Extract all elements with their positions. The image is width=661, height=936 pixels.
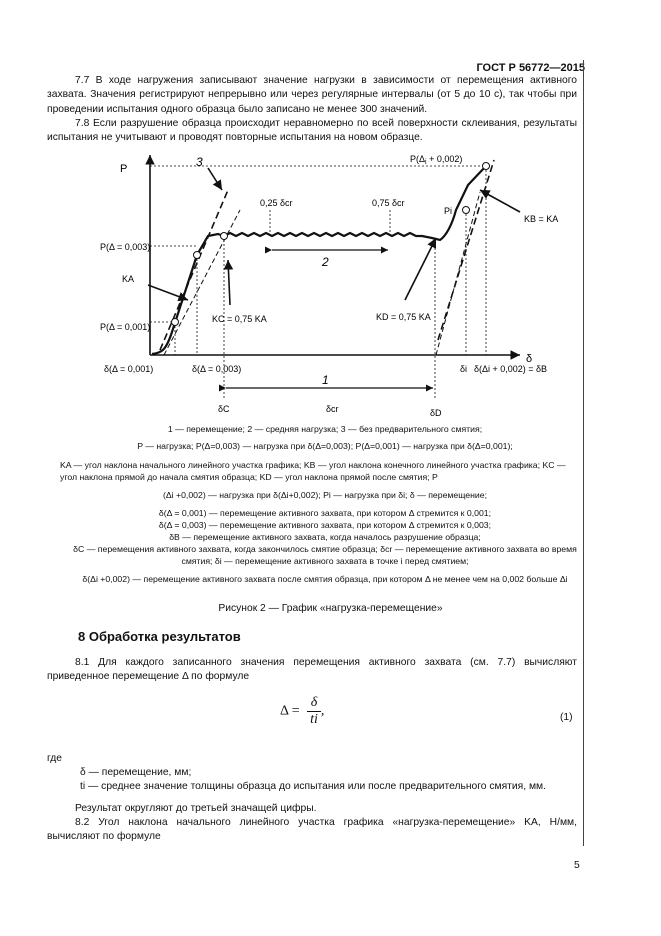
load-displacement-figure: P 3 2 1 P(Δ = 0,003) P(Δ = 0,001) KA KC … (100, 154, 558, 418)
label-d075: 0,75 δcr (372, 198, 405, 208)
legend-line-9: δ(Δi +0,002) — перемещение активного зах… (82, 574, 568, 584)
label-db: δ(Δi + 0,002) = δB (474, 364, 547, 374)
legend-line-2: P — нагрузка; P(Δ=0,003) — нагрузка при … (137, 441, 513, 451)
load-curve (151, 165, 487, 356)
legend-line-5: δ(Δ = 0,001) — перемещение активного зах… (158, 508, 492, 518)
label-kc: KC = 0,75 KA (212, 314, 267, 324)
label-3: 3 (196, 155, 203, 169)
label-dd: δD (430, 408, 442, 418)
paragraph-7-7: 7.7 В ходе нагружения записывают значени… (47, 75, 577, 115)
legend-line-8: δC — перемещения активного захвата, когд… (73, 544, 577, 567)
label-dcr: δcr (326, 404, 339, 414)
page-number: 5 (574, 860, 580, 871)
label-delta-axis: δ (526, 353, 532, 365)
paragraph-8-2: 8.2 Угол наклона начального линейного уч… (47, 817, 577, 843)
formula-numerator: δ (307, 695, 321, 712)
label-ka: KA (122, 274, 134, 284)
label-dc: δC (218, 404, 230, 414)
y-axis-label: P (120, 163, 127, 175)
label-pi: Pi (444, 206, 452, 216)
legend-line-3: KA — угол наклона начального линейного у… (60, 460, 566, 483)
legend-line-6: δ(Δ = 0,003) — перемещение активного зах… (158, 520, 492, 530)
label-d025: 0,25 δcr (260, 198, 293, 208)
label-di: δi (460, 364, 467, 374)
paragraph-7-8: 7.8 Если разрушение образца происходит н… (47, 118, 577, 144)
label-kb: KB = KA (524, 214, 558, 224)
legend-line-7: δB — перемещение активного захвата, когд… (169, 532, 481, 542)
rounding-note: Результат округляют до третьей значащей … (75, 803, 317, 814)
formula-fraction: δ ti (307, 695, 321, 728)
equation-number: (1) (560, 712, 573, 723)
definition-ti: ti — среднее значение толщины образца до… (80, 781, 546, 792)
label-1: 1 (322, 373, 329, 387)
section-8-title: 8 Обработка результатов (78, 629, 241, 644)
where-label: где (47, 753, 63, 764)
formula-tail: , (320, 703, 325, 719)
label-2: 2 (321, 255, 329, 269)
label-d001: δ(Δ = 0,001) (104, 364, 153, 374)
label-d003: δ(Δ = 0,003) (192, 364, 241, 374)
standard-number: ГОСТ Р 56772—2015 (476, 62, 585, 74)
figure-caption: Рисунок 2 — График «нагрузка-перемещение… (218, 603, 443, 614)
definition-delta: δ — перемещение, мм; (80, 767, 192, 778)
paragraph-8-1: 8.1 Для каждого записанного значения пер… (47, 657, 577, 683)
label-p003: P(Δ = 0,003) (100, 242, 150, 252)
ka-dashed-line (159, 189, 229, 351)
label-kd: KD = 0,75 KA (376, 312, 431, 322)
formula-lhs: Δ = (280, 703, 300, 719)
legend-line-4: (Δi +0,002) — нагрузка при δ(Δi+0,002); … (162, 490, 488, 500)
formula-1: Δ = δ ti , (280, 695, 324, 728)
formula-denominator: ti (310, 712, 318, 727)
right-margin-rule (583, 60, 584, 846)
legend-line-1: 1 — перемещение; 2 — средняя нагрузка; 3… (167, 424, 483, 434)
label-p001: P(Δ = 0,001) (100, 322, 150, 332)
label-ptop: P(Δi + 0,002) (410, 154, 462, 166)
